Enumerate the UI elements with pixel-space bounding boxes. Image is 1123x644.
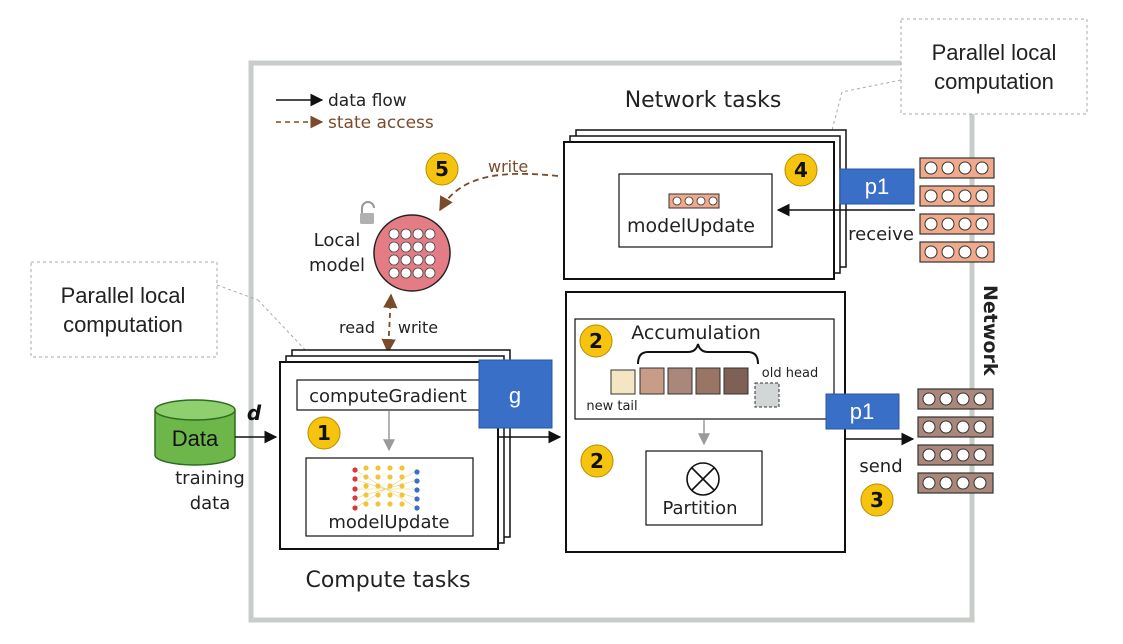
callout-top-right-line1: Parallel local (932, 40, 1057, 65)
legend: data flow state access (276, 91, 434, 133)
sent-packet (917, 444, 994, 466)
partition-cross-icon (686, 462, 720, 496)
step-1-number: 1 (317, 421, 331, 445)
training-data-caption-line2: data (190, 493, 231, 514)
compute-model-update-box (305, 457, 474, 537)
sent-packet (917, 388, 994, 410)
accumulation-task: Accumulation new tail old head Partition (565, 291, 846, 553)
gradient-tag: g (478, 359, 553, 429)
data-cylinder-icon: Data (154, 399, 236, 466)
partition-tag-send: p1 (825, 393, 900, 430)
local-model-icon (373, 214, 451, 292)
neural-network-icon (352, 465, 420, 511)
network-tasks-title: Network tasks (625, 88, 782, 113)
network-tasks-stack: modelUpdate (563, 129, 847, 280)
compute-tasks-stack: computeGradient modelUpdate (279, 349, 511, 550)
compute-model-update-label: modelUpdate (328, 512, 449, 533)
partition-label: Partition (662, 498, 737, 519)
compute-gradient-label: computeGradient (309, 386, 467, 407)
step-2-badge-accumulation: 2 (579, 324, 613, 358)
queue-slot (695, 367, 721, 395)
sent-packet (917, 416, 994, 438)
sent-packet (917, 472, 994, 494)
read-write-arrow (381, 293, 398, 354)
queue-slot-old-head (754, 382, 780, 408)
write-label: write (398, 318, 438, 337)
queue-slot (639, 367, 665, 395)
legend-data-flow-label: data flow (328, 91, 407, 111)
step-5-number: 5 (435, 157, 449, 181)
received-packet (919, 213, 995, 235)
network-write-arrow (439, 172, 559, 212)
system-frame (248, 60, 975, 623)
partition-tag-receive: p1 (839, 168, 915, 205)
step-2-number: 2 (590, 449, 604, 473)
received-packet (919, 185, 995, 207)
received-packets (919, 157, 995, 263)
step-4-badge: 4 (784, 153, 818, 187)
step-5-badge: 5 (425, 152, 459, 186)
partition-tag-receive-label: p1 (865, 174, 889, 199)
callout-left-line2: computation (63, 312, 183, 337)
callout-left-line1: Parallel local (61, 283, 186, 308)
step-3-number: 3 (870, 488, 884, 512)
queue-slot-new-tail (610, 369, 636, 395)
network-packet-icon (668, 193, 720, 209)
new-tail-label: new tail (586, 399, 637, 414)
callout-left: Parallel local computation (30, 261, 311, 358)
gradient-tag-label: g (509, 383, 521, 408)
network-model-update-box (618, 173, 773, 248)
partition-tag-send-label: p1 (850, 399, 874, 424)
received-packet (919, 157, 995, 179)
network-label: Network (979, 285, 1001, 376)
compute-tasks-title: Compute tasks (305, 568, 470, 593)
queue-slot (667, 367, 693, 395)
receive-label: receive (848, 224, 914, 245)
accumulation-brace (637, 343, 759, 365)
read-label: read (339, 318, 375, 337)
local-model-label-line2: model (309, 255, 365, 276)
send-label: send (859, 456, 902, 477)
input-symbol-d: d (247, 401, 262, 425)
old-head-label: old head (762, 366, 818, 381)
sent-packets (917, 388, 994, 494)
callout-top-right-line2: computation (934, 69, 1054, 94)
local-model-label-line1: Local (314, 230, 361, 251)
network-model-update-label: modelUpdate (627, 215, 755, 237)
callout-top-right: Parallel local computation (829, 18, 1088, 139)
training-data-caption-line1: training (175, 468, 245, 489)
data-label: Data (172, 426, 219, 451)
step-1-badge: 1 (307, 416, 341, 450)
queue-slot (723, 367, 749, 395)
step-4-number: 4 (794, 158, 808, 182)
step-2-badge-partition: 2 (580, 444, 614, 478)
accumulation-title: Accumulation (631, 322, 760, 344)
unlock-icon (360, 201, 375, 224)
step-2-number: 2 (589, 329, 603, 353)
legend-state-access-label: state access (328, 113, 434, 133)
step-3-badge: 3 (860, 483, 894, 517)
network-write-label: write (488, 157, 528, 176)
received-packet (919, 241, 995, 263)
